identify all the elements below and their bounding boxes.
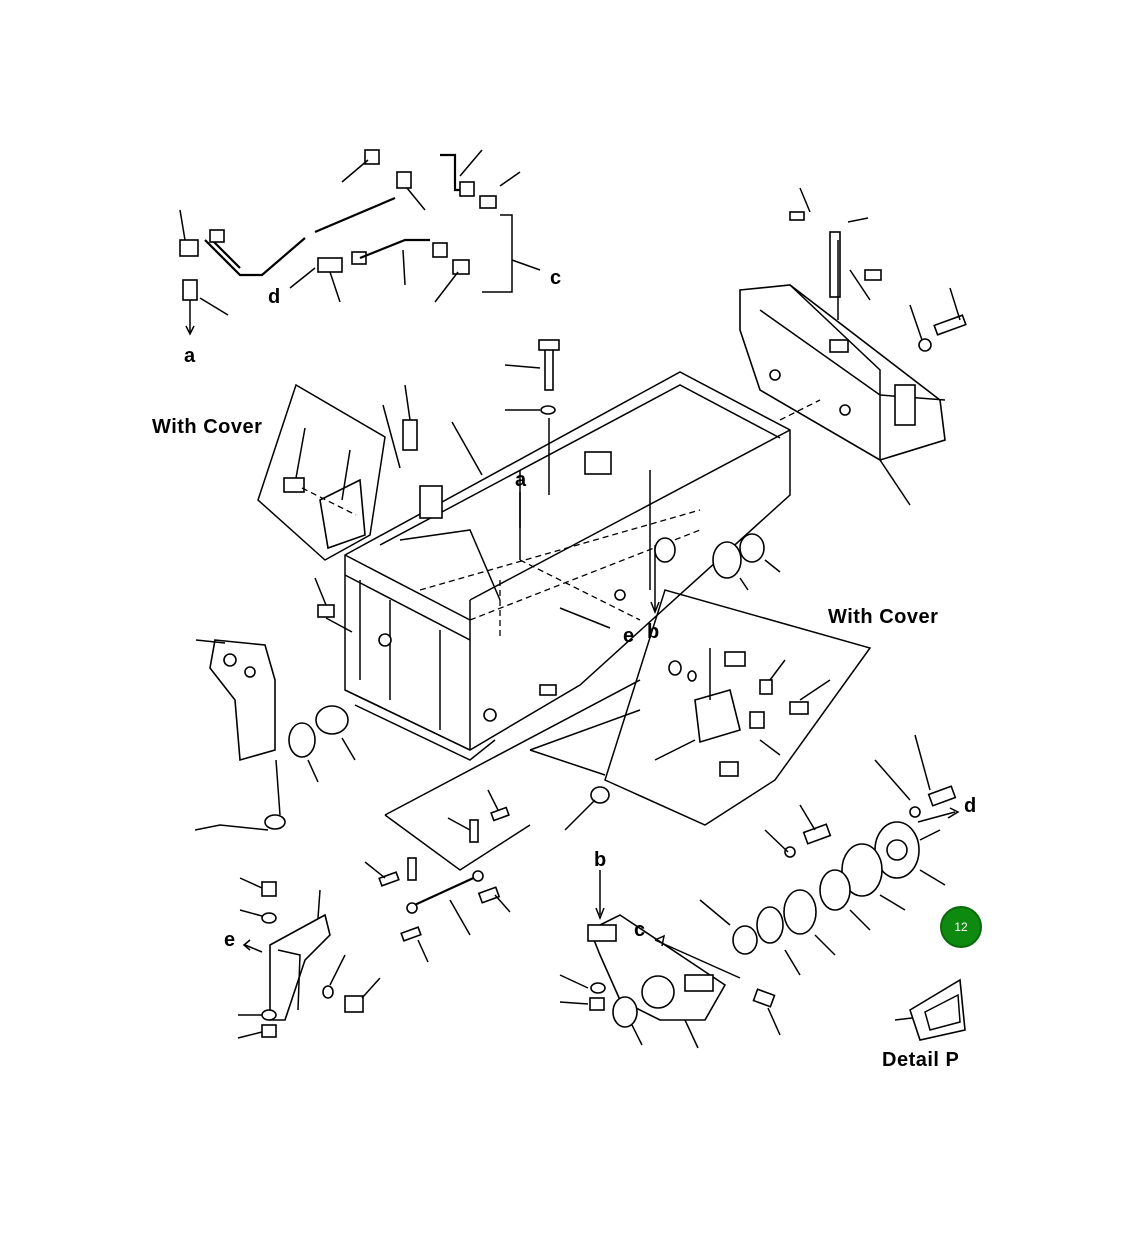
ref-a-mid: a xyxy=(515,469,527,491)
ref-e-low: e xyxy=(224,929,236,951)
ref-e-mid: e xyxy=(623,625,635,647)
detail-p xyxy=(894,978,966,1041)
with-cover-label-right: With Cover xyxy=(828,606,939,628)
left-cover-panel xyxy=(257,383,386,561)
left-bracket xyxy=(237,877,381,1039)
main-frame xyxy=(344,339,791,761)
with-cover-label-left: With Cover xyxy=(152,416,263,438)
ref-b-mid: b xyxy=(647,621,660,643)
detail-p-label: Detail P xyxy=(882,1049,960,1071)
ref-b-low: b xyxy=(594,849,607,871)
ref-d-top: d xyxy=(268,286,281,308)
ref-a-top: a xyxy=(184,345,196,367)
right-cover-panel xyxy=(604,589,872,826)
counterweight-assembly xyxy=(739,187,967,506)
hub-assembly xyxy=(699,734,960,976)
ref-c-low: c xyxy=(634,919,646,941)
axle-bracket xyxy=(559,870,781,1049)
ref-c-top: c xyxy=(550,267,562,289)
ref-d-right: d xyxy=(964,795,977,817)
bearing-seals xyxy=(712,533,781,591)
page-number-badge[interactable]: 12 xyxy=(940,906,982,948)
hydraulic-line-assembly xyxy=(179,149,541,336)
left-cylinder xyxy=(194,577,356,831)
linkage-assembly xyxy=(364,679,641,963)
